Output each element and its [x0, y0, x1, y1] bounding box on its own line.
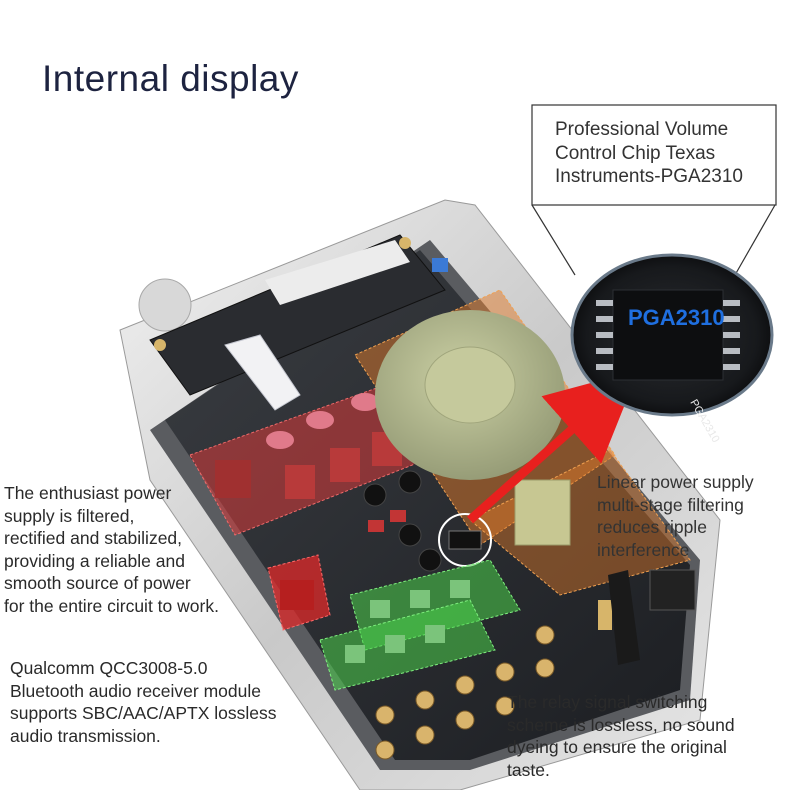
page-title: Internal display — [42, 58, 299, 99]
linear-supply-callout-text: Linear power supply multi-stage filterin… — [597, 472, 754, 560]
bluetooth-highlight — [267, 554, 331, 631]
relay-highlight — [319, 559, 521, 691]
antenna — [598, 570, 640, 665]
pga2310-chip-small — [448, 530, 482, 550]
relay-callout-text: The relay signal switching scheme is los… — [507, 692, 735, 780]
power-socket — [649, 569, 696, 611]
circuit-board — [165, 250, 690, 760]
chip-label: PGA2310 — [628, 305, 725, 330]
psu-highlight — [189, 384, 426, 536]
chip-marker-circle — [438, 513, 492, 567]
chip-callout-text: Professional Volume Control Chip Texas I… — [555, 119, 743, 187]
rca-jacks — [375, 625, 555, 760]
bluetooth-callout-text: Qualcomm QCC3008-5.0 Bluetooth audio rec… — [10, 658, 277, 746]
psu-callout-text: The enthusiast power supply is filtered,… — [4, 483, 219, 616]
blue-component — [432, 258, 448, 272]
callout-arrow — [467, 370, 639, 524]
ribbon-cable — [224, 334, 301, 411]
volume-knob — [138, 278, 192, 332]
capacitors — [363, 470, 442, 572]
display-module — [149, 234, 446, 396]
chip-zoom-lens: PGA2310 PGA2310 — [531, 104, 777, 445]
